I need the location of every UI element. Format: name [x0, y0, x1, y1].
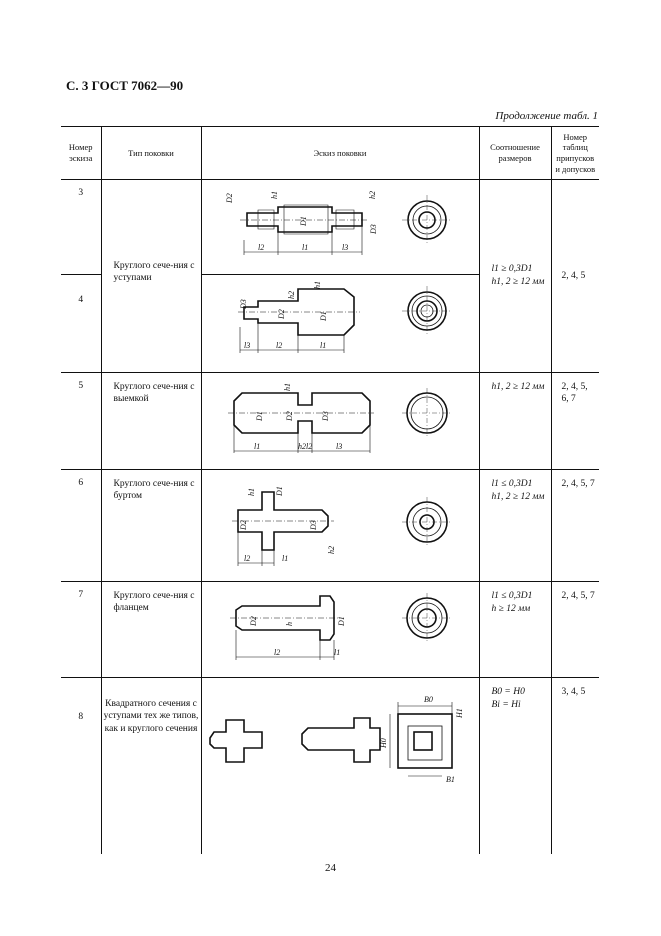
forging-table: Номер эскиза Тип поковки Эскиз поковки С…	[61, 126, 599, 854]
dim-label: l1	[320, 341, 326, 350]
dim-label: B0	[424, 695, 433, 704]
dim-label: h2	[287, 291, 296, 299]
dim-label: l3	[342, 243, 348, 252]
dim-label: l3	[244, 341, 250, 350]
sketch-number: 4	[61, 274, 102, 373]
dim-label: l1	[302, 243, 308, 252]
col-header-tables: Номер таблиц припусков и допусков	[551, 126, 599, 180]
sketch-number: 7	[61, 581, 102, 678]
dim-label: l2	[274, 648, 280, 657]
dim-label: h2	[368, 191, 377, 199]
sketch-4: D3 D2 h2 h1 D1 l3 l2 l1	[237, 281, 452, 353]
dim-label: D1	[299, 216, 308, 227]
dim-label: H1	[455, 708, 464, 719]
table-row: 7 Круглого сече-ния с фланцем D2 h D1 l2…	[61, 581, 599, 678]
table-refs: 3, 4, 5	[551, 677, 599, 854]
sketch-cell: D2 h1 h2 D1 D3 l2 l1 l3	[201, 179, 480, 275]
dim-label: l2	[306, 442, 312, 451]
page-header: С. 3 ГОСТ 7062—90	[66, 78, 184, 93]
sketch-8: B0 H0 H1 B1	[208, 695, 464, 784]
sketch-number: 6	[61, 469, 102, 582]
dim-label: D3	[321, 411, 330, 422]
table-row: 3 Круглого сече-ния с уступами D2 h1 h2 …	[61, 179, 599, 373]
dim-label: h1	[270, 191, 279, 199]
sketch-number: 8	[61, 677, 102, 854]
sketch-5: h1 D1 D2 D3 l1 h2 l2 l3	[227, 383, 452, 453]
sketch-cell: h1 D1 D2 D3 h2 l2 l1	[201, 469, 480, 582]
dim-label: h	[285, 622, 294, 626]
forging-type: Круглого сече-ния с буртом	[101, 469, 202, 582]
col-header-type: Тип поковки	[101, 126, 202, 180]
dim-label: D2	[277, 309, 286, 320]
table-refs: 2, 4, 5, 6, 7	[551, 372, 599, 470]
dim-label: D3	[309, 520, 318, 531]
dim-label: D2	[249, 616, 258, 627]
sketch-6: h1 D1 D2 D3 h2 l2 l1	[231, 486, 452, 566]
dim-label: h2	[298, 442, 306, 451]
col-header-number: Номер эскиза	[61, 126, 102, 180]
dim-label: l1	[334, 648, 340, 657]
dim-label: D1	[255, 411, 264, 422]
forging-type: Квадратного сечения с уступами тех же ти…	[101, 677, 202, 854]
size-relation: h1, 2 ≥ 12 мм	[479, 372, 552, 470]
dim-label: B1	[446, 775, 455, 784]
dim-label: h1	[283, 383, 292, 391]
table-header-row: Номер эскиза Тип поковки Эскиз поковки С…	[61, 126, 599, 180]
dim-label: D3	[369, 224, 378, 235]
sketch-number: 5	[61, 372, 102, 470]
dim-label: l2	[258, 243, 264, 252]
table-refs: 2, 4, 5, 7	[551, 581, 599, 678]
table-continuation-label: Продолжение табл. 1	[495, 110, 598, 122]
size-relation: l1 ≤ 0,3D1 h ≥ 12 мм	[479, 581, 552, 678]
dim-label: D1	[275, 486, 284, 497]
table-row: 5 Круглого сече-ния с выемкой h1 D1 D2 D…	[61, 372, 599, 470]
sketch-cell: h1 D1 D2 D3 l1 h2 l2 l3	[201, 372, 480, 470]
table-row: 6 Круглого сече-ния с буртом h1 D1 D2 D3…	[61, 469, 599, 582]
dim-label: D2	[239, 520, 248, 531]
forging-type: Круглого сече-ния с выемкой	[101, 372, 202, 470]
dim-label: D2	[285, 411, 294, 422]
dim-label: l1	[254, 442, 260, 451]
forging-type: Круглого сече-ния с фланцем	[101, 581, 202, 678]
size-relation: l1 ≤ 0,3D1 h1, 2 ≥ 12 мм	[479, 469, 552, 582]
forging-type: Круглого сече-ния с уступами	[101, 179, 202, 373]
dim-label: D3	[239, 299, 248, 310]
dim-label: h1	[247, 488, 256, 496]
sketch-7: D2 h D1 l2 l1	[229, 593, 452, 660]
col-header-sketch: Эскиз поковки	[201, 126, 480, 180]
dim-label: l3	[336, 442, 342, 451]
table-refs: 2, 4, 5, 7	[551, 469, 599, 582]
dim-label: D2	[225, 193, 234, 204]
table-row: 8 Квадратного сечения с уступами тех же …	[61, 677, 599, 854]
dim-label: D1	[337, 616, 346, 627]
dim-label: h1	[313, 281, 322, 289]
dim-label: l2	[244, 554, 250, 563]
table-row: 4 D3 D2 h2 h1 D1 l3 l2 l1	[61, 274, 599, 373]
sketch-cell: B0 H0 H1 B1	[201, 677, 480, 854]
size-relation: l1 ≥ 0,3D1 h1, 2 ≥ 12 мм	[479, 179, 552, 373]
size-relation: B0 = H0 Bi = Hi	[479, 677, 552, 854]
table-refs: 2, 4, 5	[561, 270, 586, 281]
dim-label: H0	[379, 738, 388, 749]
sketch-cell: D2 h D1 l2 l1	[201, 581, 480, 678]
sketch-cell: D3 D2 h2 h1 D1 l3 l2 l1	[201, 274, 480, 373]
dim-label: l1	[282, 554, 288, 563]
sketch-number: 3	[61, 179, 102, 275]
col-header-relation: Соотношение размеров	[479, 126, 552, 180]
page-number: 24	[325, 862, 336, 874]
dim-label: h2	[327, 546, 336, 554]
sketch-3: D2 h1 h2 D1 D3 l2 l1 l3	[225, 191, 452, 255]
dim-label: l2	[276, 341, 282, 350]
dim-label: D1	[319, 311, 328, 322]
